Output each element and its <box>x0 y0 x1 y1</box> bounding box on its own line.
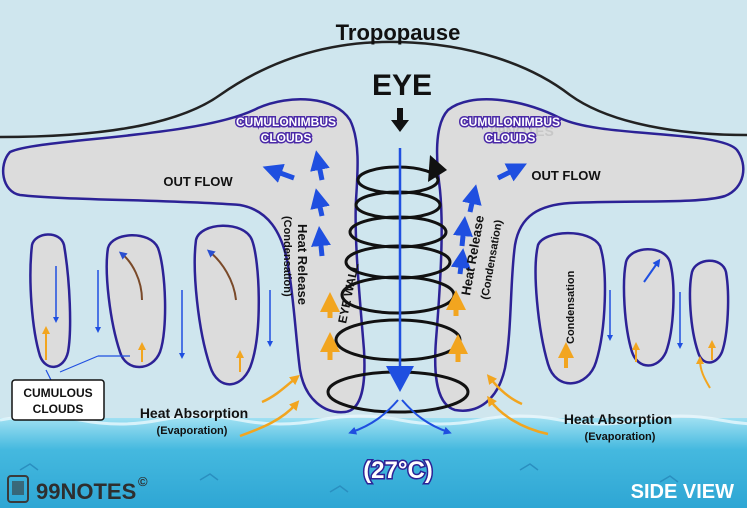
eye-down-arrow-icon <box>391 108 409 132</box>
rising-arrow-left-2 <box>310 188 330 217</box>
cumulous-cloud-5 <box>622 248 675 367</box>
evaporation-left-label: (Evaporation) <box>157 425 228 437</box>
brand-name: 99NOTES <box>36 479 136 504</box>
cumulonimbus-right-label-1: CUMULONIMBUS <box>460 115 560 129</box>
heat-release-left-label: Heat Release <box>295 224 310 305</box>
eye-label: EYE <box>372 69 432 102</box>
diverge-arrow-right <box>401 399 452 435</box>
cloud5-curl-arrow <box>643 258 661 283</box>
tropopause-line <box>0 40 747 139</box>
absorption-arrow-left-1 <box>239 400 300 438</box>
absorption-arrow-right-1 <box>487 395 549 436</box>
cumulous-cloud-4 <box>534 231 607 385</box>
brand-logo: 99NOTES © <box>7 474 148 504</box>
outflow-left-label: OUT FLOW <box>163 174 233 189</box>
cumulonimbus-left-label-1: CUMULONIMBUS <box>236 115 336 129</box>
watermark-faint: 99NOTES <box>490 123 554 139</box>
rising-arrow-right-1 <box>462 184 482 213</box>
condensation-left-label: (Condensation) <box>281 216 293 297</box>
condensation-cloud-label: Condensation <box>565 270 577 344</box>
cumulous-label-box: CUMULOUS CLOUDS <box>11 355 130 421</box>
sea <box>0 414 747 508</box>
diverge-arrow-left <box>348 399 399 435</box>
rising-arrow-right-3 <box>450 248 471 275</box>
cumulous-cloud-6 <box>688 259 730 364</box>
cumulous-cloud-1 <box>29 233 72 368</box>
cumulous-cloud-3 <box>193 224 260 386</box>
eye-descent-arrowhead <box>386 366 414 392</box>
heat-absorption-left-label: Heat Absorption <box>140 405 248 421</box>
cumulonimbus-left-label-2: CLOUDS <box>261 131 312 145</box>
rising-arrow-left-1 <box>310 150 330 181</box>
rising-arrow-left-3 <box>311 226 331 257</box>
outflow-arrow-left-1 <box>262 164 295 183</box>
cumulous-cloud-2 <box>105 234 167 369</box>
evaporation-right-label: (Evaporation) <box>585 431 656 443</box>
outflow-arrow-right-1 <box>496 163 527 182</box>
cumulous-label-1: CUMULOUS <box>23 386 92 400</box>
rising-arrow-right-2 <box>453 216 473 247</box>
tropopause-label: Tropopause <box>336 20 461 45</box>
brand-phone-icon <box>7 475 29 503</box>
brand-copyright: © <box>138 474 148 489</box>
cumulous-label-2: CLOUDS <box>33 402 84 416</box>
heat-absorption-right-label: Heat Absorption <box>564 411 672 427</box>
absorption-arrow-right-2 <box>486 374 523 406</box>
cloud2-curl-arrow <box>118 251 143 301</box>
sea-temperature-label: (27°C) <box>363 457 433 484</box>
outflow-right-label: OUT FLOW <box>531 168 601 183</box>
spiral-arrowhead <box>428 155 447 182</box>
absorption-arrow-left-2 <box>261 374 300 404</box>
cloud3-curl-arrow <box>206 249 237 301</box>
absorption-arrow-right-3 <box>696 356 711 389</box>
cumulonimbus-right-label-2: CLOUDS <box>485 131 536 145</box>
side-view-label: SIDE VIEW <box>631 481 734 503</box>
